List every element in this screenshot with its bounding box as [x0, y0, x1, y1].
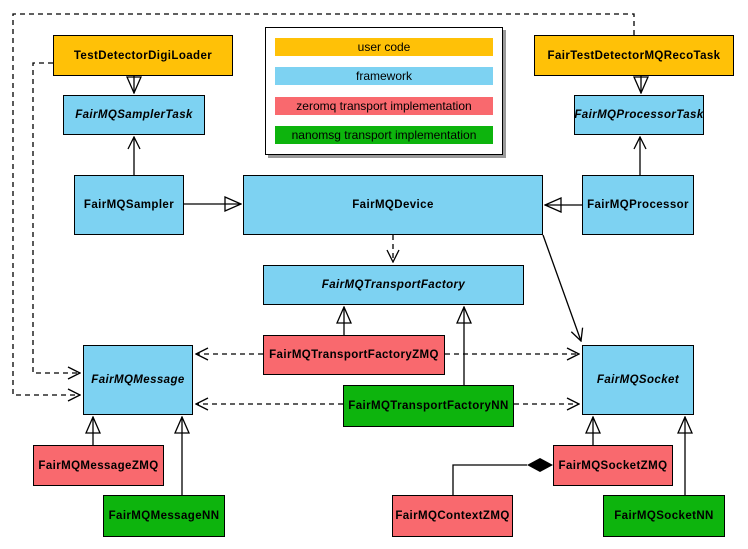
legend-item-zeromq: zeromq transport implementation	[275, 96, 493, 115]
legend-label: user code	[357, 40, 411, 54]
edge-digiloader-message-dependency	[32, 62, 80, 373]
edge-device-socket-association	[542, 234, 581, 341]
node-label: FairMQContextZMQ	[395, 510, 510, 522]
node-fairmq-message-zmq: FairMQMessageZMQ	[33, 445, 164, 486]
node-fairmq-device: FairMQDevice	[243, 175, 543, 235]
node-fairmq-socket: FairMQSocket	[582, 345, 694, 415]
node-label: FairMQTransportFactory	[321, 279, 466, 291]
node-label: FairMQSocket	[596, 374, 680, 386]
legend-label: zeromq transport implementation	[296, 98, 472, 113]
node-fairmq-message-nn: FairMQMessageNN	[103, 495, 225, 537]
node-fairmq-transport-factory-nn: FairMQTransportFactoryNN	[343, 385, 514, 427]
node-fairmq-transport-factory: FairMQTransportFactory	[263, 265, 524, 305]
node-label: TestDetectorDigiLoader	[73, 49, 213, 62]
edge-contextzmq-socketzmq-composition	[452, 464, 527, 495]
node-label: FairTestDetectorMQRecoTask	[547, 49, 721, 62]
node-label: FairMQProcessorTask	[574, 109, 704, 121]
node-label: FairMQMessage	[91, 374, 185, 386]
legend-label: nanomsg transport implementation	[291, 127, 477, 142]
composition-diamond-icon	[527, 458, 553, 472]
node-fairmq-transport-factory-zmq: FairMQTransportFactoryZMQ	[263, 335, 445, 375]
node-label: FairMQSocketNN	[614, 510, 714, 522]
node-label: FairMQProcessor	[587, 199, 689, 211]
node-fairmq-sampler-task: FairMQSamplerTask	[63, 95, 205, 135]
node-fairmq-sampler: FairMQSampler	[74, 175, 184, 235]
node-label: FairMQTransportFactoryZMQ	[269, 349, 439, 361]
node-label: FairMQSamplerTask	[75, 109, 193, 121]
node-label: FairMQSampler	[83, 199, 175, 211]
node-label: FairMQDevice	[352, 199, 434, 211]
node-label: FairMQMessageNN	[108, 510, 220, 522]
node-fairmq-processor-task: FairMQProcessorTask	[574, 95, 704, 135]
node-label: FairMQSocketZMQ	[558, 459, 668, 472]
node-fair-test-detector-mq-reco-task: FairTestDetectorMQRecoTask	[534, 35, 734, 76]
node-test-detector-digi-loader: TestDetectorDigiLoader	[53, 35, 233, 76]
legend-item-framework: framework	[275, 67, 493, 86]
node-fairmq-message: FairMQMessage	[83, 345, 193, 415]
legend-item-nanomsg: nanomsg transport implementation	[275, 125, 493, 144]
legend-label: framework	[355, 69, 412, 84]
node-label: FairMQTransportFactoryNN	[348, 400, 509, 412]
node-label: FairMQMessageZMQ	[38, 459, 159, 472]
legend: user code framework zeromq transport imp…	[265, 27, 503, 155]
node-fairmq-context-zmq: FairMQContextZMQ	[392, 495, 513, 537]
legend-item-user-code: user code	[275, 38, 493, 56]
node-fairmq-socket-nn: FairMQSocketNN	[603, 495, 725, 537]
node-fairmq-processor: FairMQProcessor	[582, 175, 694, 235]
edge-recotask-message-dependency	[12, 13, 635, 395]
node-fairmq-socket-zmq: FairMQSocketZMQ	[553, 445, 673, 486]
